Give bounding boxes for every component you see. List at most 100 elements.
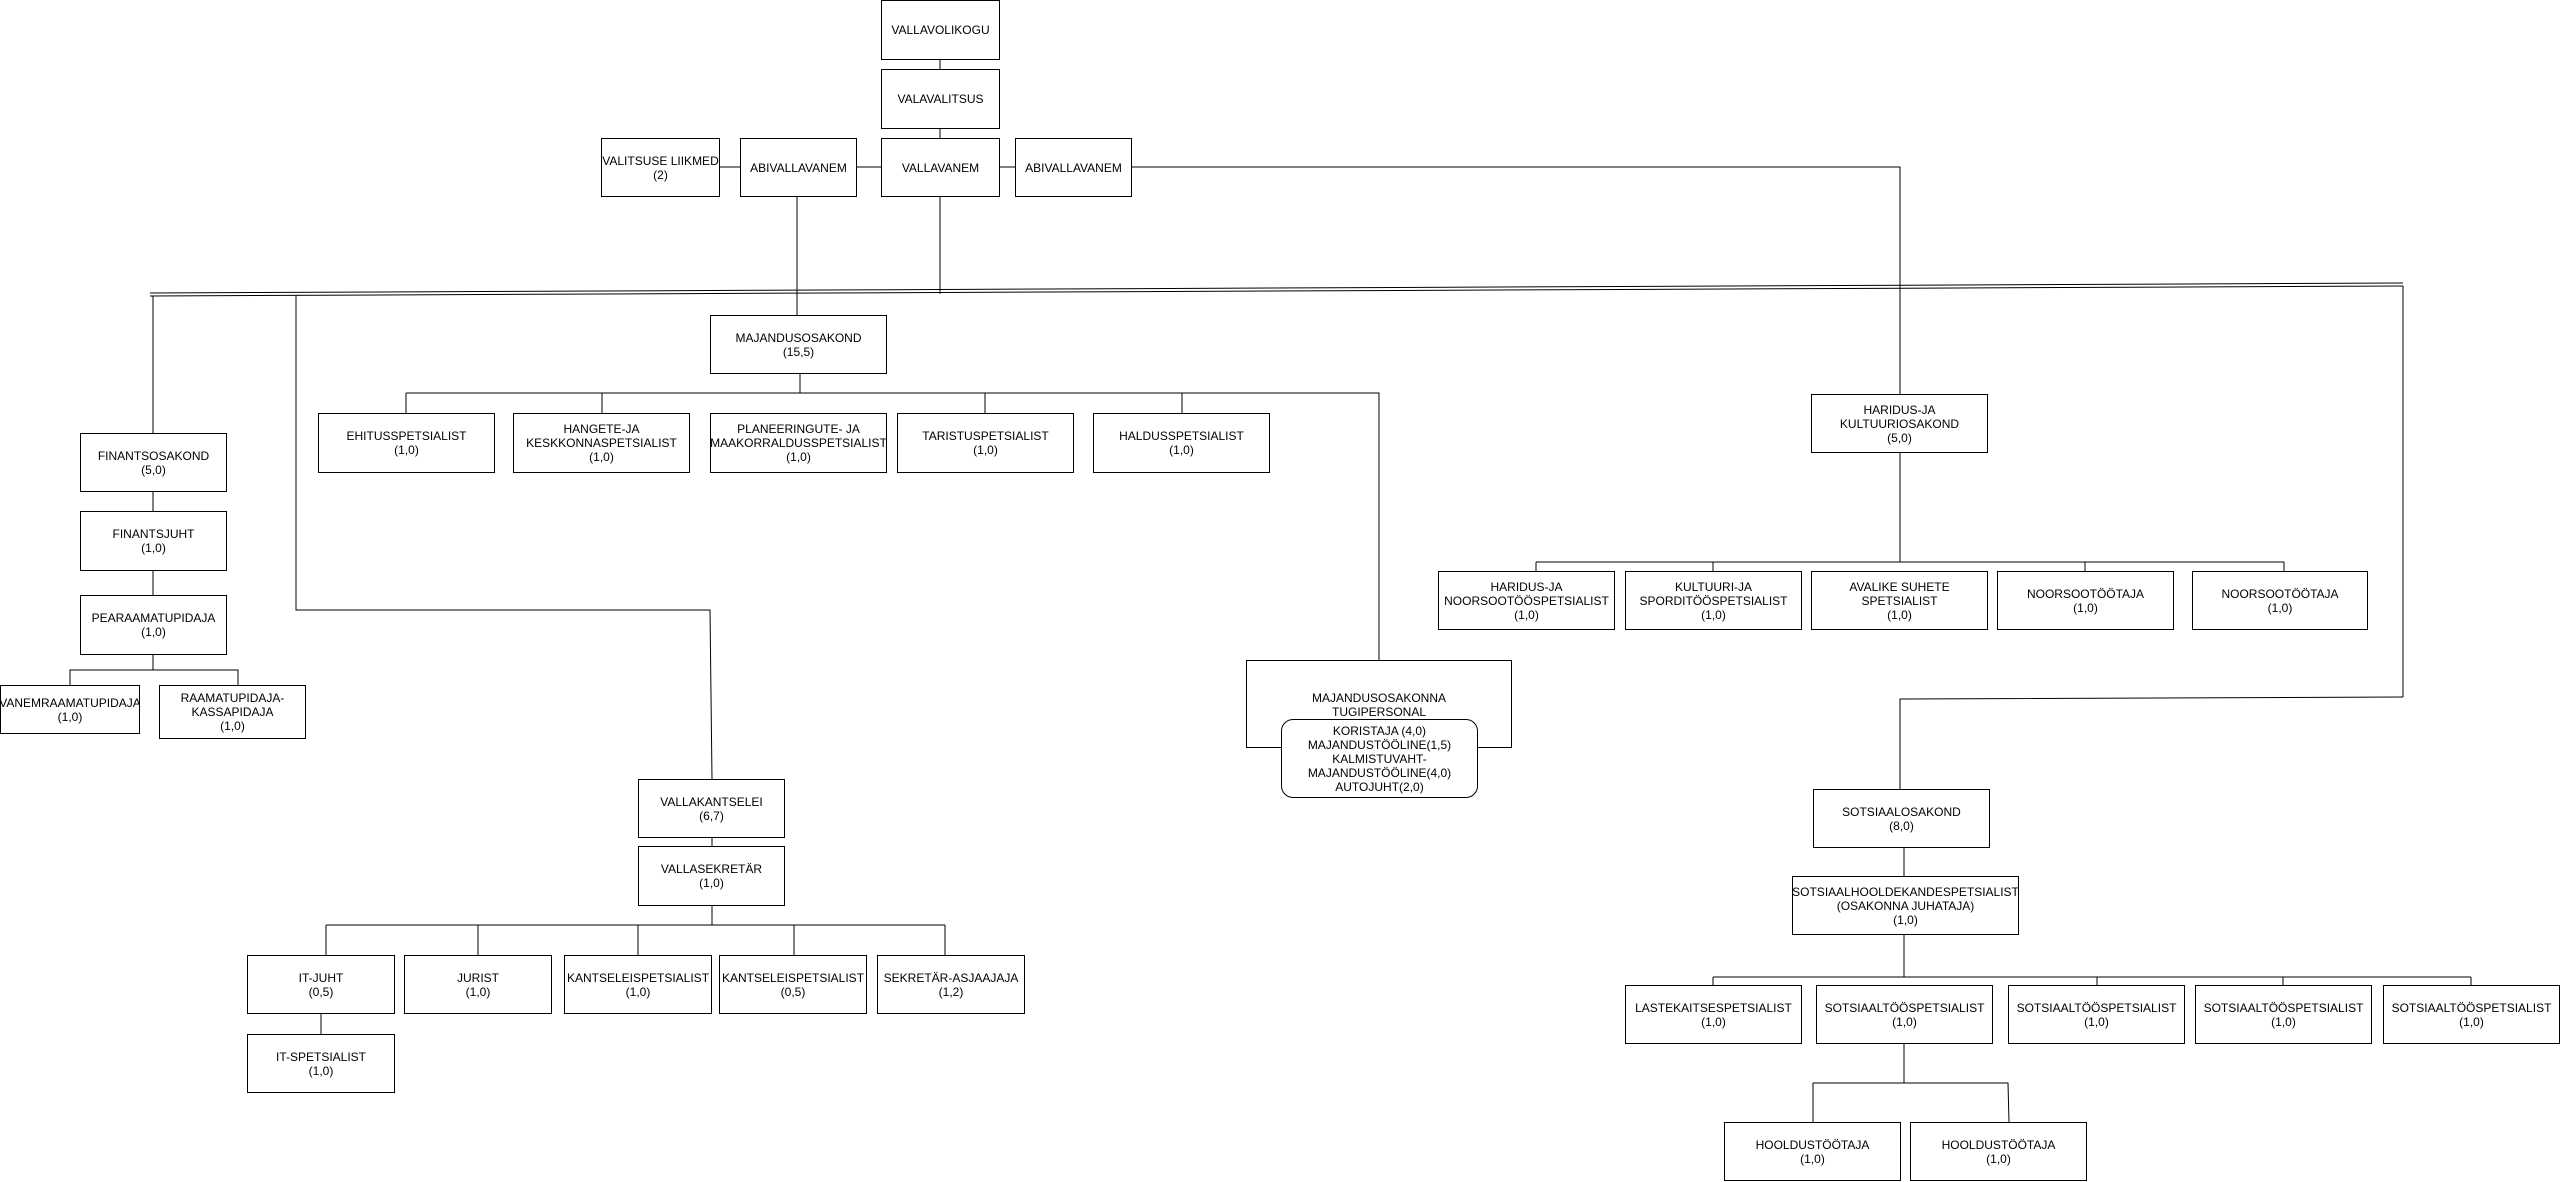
node-it-juht: IT-JUHT (0,5) (247, 955, 395, 1014)
node-count: (1,0) (625, 984, 651, 999)
node-title: KORISTAJA (4,0) MAJANDUSTÖÖLINE(1,5) KAL… (1307, 723, 1452, 794)
node-count: (1,0) (1701, 1014, 1726, 1029)
node-count: (8,0) (1889, 818, 1914, 833)
node-count: (1,0) (973, 443, 998, 457)
connector (149, 282, 2404, 294)
node-count: (1,2) (938, 984, 964, 999)
node-title: VALLAKANTSELEI (660, 794, 763, 809)
node-count: (2) (653, 167, 668, 182)
node-title: SOTSIAALHOOLDEKANDESPETSIALIST (OSAKONNA… (1792, 884, 2019, 913)
node-title: IT-SPETSIALIST (275, 1049, 367, 1064)
node-hooldustootaja-1: HOOLDUSTÖÖTAJA (1,0) (1724, 1122, 1901, 1181)
node-title: HOOLDUSTÖÖTAJA (1941, 1137, 2056, 1152)
node-title: KANTSELEISPETSIALIST (566, 970, 710, 985)
connector (295, 295, 713, 780)
node-haridus-noorsootoo: HARIDUS-JA NOORSOOTÖÖSPETSIALIST (1,0) (1438, 571, 1615, 630)
node-planeeringute: PLANEERINGUTE- JA MAAKORRALDUSSPETSIALIS… (710, 413, 887, 473)
node-noorsootootaja-1: NOORSOOTÖÖTAJA (1,0) (1997, 571, 2174, 630)
node-count: (1,0) (1169, 443, 1194, 457)
node-vallavolikogu: VALLAVOLIKOGU (881, 0, 1000, 60)
node-title: KULTUURI-JA SPORDITÖÖSPETSIALIST (1639, 579, 1788, 608)
node-count: (1,0) (2267, 600, 2293, 615)
node-count: (1,0) (1892, 1014, 1917, 1029)
node-finantsosakond: FINANTSOSAKOND (5,0) (80, 433, 227, 492)
node-title: ABIVALLAVANEM (1025, 160, 1122, 175)
node-title: FINANTSOSAKOND (97, 448, 210, 463)
node-sotsiaaltoo-1: SOTSIAALTÖÖSPETSIALIST (1,0) (1816, 985, 1993, 1044)
connector (149, 285, 2404, 297)
node-title: HARIDUS-JA KULTUURIOSAKOND (1839, 402, 1960, 431)
node-vanemraamatupidaja: VANEMRAAMATUPIDAJA (1,0) (0, 685, 140, 734)
node-vallavanem: VALLAVANEM (881, 138, 1000, 197)
node-sotsiaalhoolekande: SOTSIAALHOOLDEKANDESPETSIALIST (OSAKONNA… (1792, 876, 2019, 935)
node-title: PEARAAMATUPIDAJA (91, 611, 216, 625)
node-taristuspetsialist: TARISTUSPETSIALIST (1,0) (897, 413, 1074, 473)
node-title: FINANTSJUHT (112, 527, 195, 541)
node-tugipersonal-list: KORISTAJA (4,0) MAJANDUSTÖÖLINE(1,5) KAL… (1281, 719, 1478, 798)
node-vallakantselei: VALLAKANTSELEI (6,7) (638, 779, 785, 838)
node-count: (0,5) (308, 984, 334, 999)
node-count: (5,0) (1887, 430, 1912, 445)
node-count: (1,0) (465, 984, 491, 999)
node-jurist: JURIST (1,0) (404, 955, 552, 1014)
node-it-spetsialist: IT-SPETSIALIST (1,0) (247, 1034, 395, 1093)
node-majandusosakond: MAJANDUSOSAKOND (15,5) (710, 315, 887, 374)
node-title: NOORSOOTÖÖTAJA (2221, 586, 2339, 601)
node-vallasekretar: VALLASEKRETÄR (1,0) (638, 846, 785, 906)
node-count: (1,0) (1986, 1151, 2011, 1166)
node-count: (1,0) (2271, 1014, 2296, 1029)
node-count: (5,0) (141, 462, 166, 477)
node-count: (1,0) (699, 876, 724, 890)
node-kultuuri-sporditoo: KULTUURI-JA SPORDITÖÖSPETSIALIST (1,0) (1625, 571, 1802, 630)
node-title: HOOLDUSTÖÖTAJA (1755, 1137, 1870, 1152)
node-count: (6,7) (699, 808, 724, 823)
node-count: (1,0) (57, 709, 83, 724)
node-title: VALLAVOLIKOGU (891, 23, 990, 37)
node-count: (1,0) (308, 1063, 334, 1078)
node-sotsiaaltoo-2: SOTSIAALTÖÖSPETSIALIST (1,0) (2008, 985, 2185, 1044)
node-hangete: HANGETE-JA KESKKONNASPETSIALIST (1,0) (513, 413, 690, 473)
node-count: (1,0) (1701, 607, 1726, 622)
node-title: VALLASEKRETÄR (660, 862, 763, 876)
node-sotsiaalosakond: SOTSIAALOSAKOND (8,0) (1813, 789, 1990, 848)
node-lastekaitse: LASTEKAITSESPETSIALIST (1,0) (1625, 985, 1802, 1044)
node-valitsuse-liikmed: VALITSUSE LIIKMED (2) (601, 138, 720, 197)
node-title: NOORSOOTÖÖTAJA (2026, 586, 2145, 601)
node-count: (0,5) (780, 984, 806, 999)
node-title: TARISTUSPETSIALIST (922, 429, 1049, 443)
node-count: (1,0) (786, 450, 811, 464)
node-kantseleispetsialist-1: KANTSELEISPETSIALIST (1,0) (564, 955, 712, 1014)
node-title: LASTEKAITSESPETSIALIST (1635, 1000, 1792, 1015)
node-title: HARIDUS-JA NOORSOOTÖÖSPETSIALIST (1444, 579, 1609, 608)
node-count: (1,0) (1887, 607, 1912, 622)
node-title: VALAVALITSUS (897, 92, 984, 106)
node-title: PLANEERINGUTE- JA MAAKORRALDUSSPETSIALIS… (710, 422, 887, 450)
node-avalike-suhete: AVALIKE SUHETE SPETSIALIST (1,0) (1811, 571, 1988, 630)
node-title: VALITSUSE LIIKMED (602, 153, 719, 168)
node-title: SEKRETÄR-ASJAAJAJA (883, 970, 1019, 985)
node-title: VANEMRAAMATUPIDAJA (0, 695, 140, 710)
node-title: HANGETE-JA KESKKONNASPETSIALIST (526, 422, 677, 450)
node-title: EHITUSSPETSIALIST (346, 429, 467, 443)
node-haldusspetsialist: HALDUSSPETSIALIST (1,0) (1093, 413, 1270, 473)
connector (1813, 1082, 2010, 1123)
connector (153, 669, 239, 685)
node-hooldustootaja-2: HOOLDUSTÖÖTAJA (1,0) (1910, 1122, 2087, 1181)
connector (69, 655, 154, 685)
node-kantseleispetsialist-2: KANTSELEISPETSIALIST (0,5) (719, 955, 867, 1014)
connector (1899, 696, 2404, 789)
node-title: AVALIKE SUHETE SPETSIALIST (1849, 579, 1950, 608)
node-count: (1,0) (2084, 1014, 2109, 1029)
node-finantsjuht: FINANTSJUHT (1,0) (80, 511, 227, 571)
node-title: SOTSIAALTÖÖSPETSIALIST (2391, 1000, 2552, 1015)
connector (406, 392, 1380, 660)
node-pearaamatupidaja: PEARAAMATUPIDAJA (1,0) (80, 595, 227, 655)
node-noorsootootaja-2: NOORSOOTÖÖTAJA (1,0) (2192, 571, 2368, 630)
node-count: (15,5) (782, 344, 815, 359)
node-title: MAJANDUSOSAKONNA TUGIPERSONAL (1311, 691, 1447, 719)
node-sotsiaaltoo-4: SOTSIAALTÖÖSPETSIALIST (1,0) (2383, 985, 2560, 1044)
node-haridus-kultuuriosakond: HARIDUS-JA KULTUURIOSAKOND (5,0) (1811, 394, 1988, 453)
node-count: (1,0) (2073, 600, 2098, 615)
node-count: (1,0) (2459, 1014, 2484, 1029)
